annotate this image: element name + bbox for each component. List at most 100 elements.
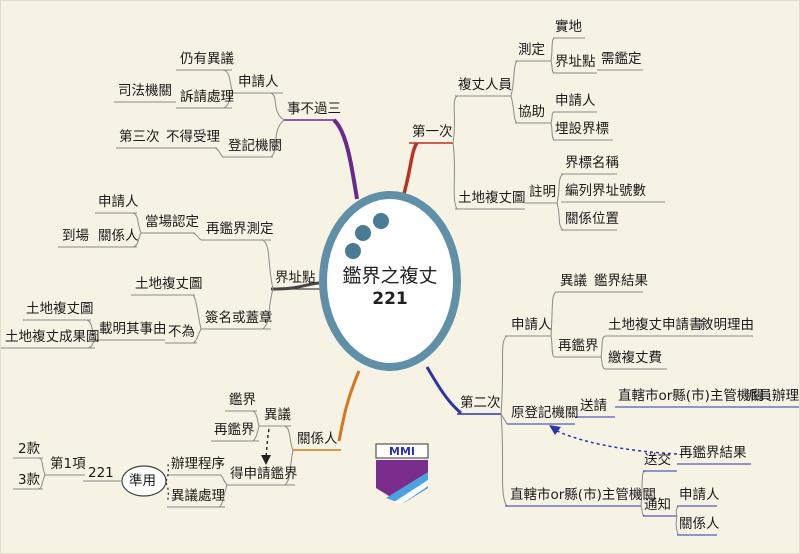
connector-line — [500, 335, 508, 415]
node-n6[interactable]: 登記機關 — [228, 138, 282, 154]
connector-line — [218, 474, 228, 486]
node-n12[interactable]: 實地 — [555, 19, 582, 35]
node-n46[interactable]: 派員辦理 — [745, 388, 799, 404]
node-n3[interactable]: 仍有異議 — [180, 51, 234, 67]
connector-line — [86, 319, 96, 341]
connector-line — [550, 37, 555, 62]
connector-line — [192, 328, 202, 344]
node-n59[interactable]: 異議處理 — [171, 488, 225, 504]
node-n31[interactable]: 不為 — [168, 324, 195, 340]
node-n8[interactable]: 第三次 — [119, 129, 160, 145]
node-n20[interactable]: 界標名稱 — [565, 155, 619, 171]
connector-line — [270, 119, 285, 158]
node-n18[interactable]: 土地複丈圖 — [458, 190, 526, 206]
node-n7[interactable]: 不得受理 — [166, 129, 220, 145]
arrowhead-icon — [261, 455, 271, 465]
connector-line — [550, 335, 555, 358]
central-topic-article: 221 — [372, 289, 408, 309]
node-n63[interactable]: 2款 — [18, 441, 41, 457]
node-n61[interactable]: 221 — [88, 465, 114, 481]
branch-line — [401, 141, 419, 198]
node-n51[interactable]: 申請人 — [679, 487, 720, 503]
dot-icon — [373, 213, 389, 229]
connector-line — [550, 111, 555, 124]
branch-line — [337, 370, 361, 442]
node-n58[interactable]: 辦理程序 — [171, 456, 225, 472]
node-n53[interactable]: 關係人 — [297, 431, 338, 447]
node-n62[interactable]: 第1項 — [50, 456, 86, 472]
node-n36[interactable]: 申請人 — [511, 317, 552, 333]
node-n34[interactable]: 土地複丈成果圖 — [5, 329, 100, 345]
node-n4[interactable]: 訴請處理 — [180, 89, 234, 105]
connector-line — [556, 202, 564, 231]
node-n22[interactable]: 關係位置 — [565, 211, 619, 227]
node-n29[interactable]: 簽名或蓋章 — [205, 310, 273, 326]
node-n33[interactable]: 土地複丈圖 — [26, 301, 94, 317]
node-n60[interactable]: 準用 — [129, 473, 156, 489]
central-topic[interactable]: 鑑界之複丈 221 — [319, 191, 461, 371]
connector-line — [192, 294, 202, 330]
node-n57[interactable]: 得申請鑑界 — [230, 466, 298, 482]
connector-line — [600, 356, 606, 370]
node-n30[interactable]: 土地複丈圖 — [135, 276, 203, 292]
node-n24[interactable]: 再鑑界測定 — [206, 221, 274, 237]
node-n28[interactable]: 到場 — [62, 228, 89, 244]
node-n45[interactable]: 直轄市or縣(市)主管機關 — [618, 388, 764, 404]
node-n10[interactable]: 複丈人員 — [458, 77, 512, 93]
node-n39[interactable]: 再鑑界 — [558, 338, 599, 354]
node-n38[interactable]: 鑑界結果 — [594, 273, 648, 289]
node-n41[interactable]: 敘明理由 — [700, 317, 754, 333]
node-n16[interactable]: 申請人 — [555, 93, 596, 109]
node-n2[interactable]: 申請人 — [238, 74, 279, 90]
node-n32[interactable]: 載明其事由 — [99, 321, 167, 337]
node-n9[interactable]: 第一次 — [412, 124, 453, 140]
connector-line — [452, 95, 458, 144]
connector-line — [500, 413, 508, 507]
node-n26[interactable]: 申請人 — [98, 194, 139, 210]
node-n47[interactable]: 直轄市or縣(市)主管機關 — [510, 487, 656, 503]
node-n37[interactable]: 異議 — [560, 273, 587, 289]
connector-line — [500, 413, 508, 425]
connector-line — [284, 449, 294, 486]
logo-text: MMI — [389, 445, 415, 458]
connector-line — [165, 482, 170, 502]
node-n14[interactable]: 需鑑定 — [601, 51, 642, 67]
node-n52[interactable]: 關係人 — [679, 516, 720, 532]
node-n35[interactable]: 第二次 — [460, 395, 501, 411]
logo-icon: MMI — [375, 443, 429, 504]
connector-line — [550, 122, 555, 141]
node-n21[interactable]: 編列界址號數 — [565, 183, 646, 199]
connector-line — [38, 474, 46, 490]
arrowhead-icon — [549, 425, 561, 435]
node-n19[interactable]: 註明 — [529, 184, 556, 200]
node-n49[interactable]: 再鑑界結果 — [679, 445, 747, 461]
node-n5[interactable]: 司法機關 — [118, 83, 172, 99]
connector-line — [214, 147, 224, 158]
node-n56[interactable]: 再鑑界 — [214, 422, 255, 438]
node-n11[interactable]: 測定 — [518, 42, 545, 58]
node-n23[interactable]: 界址點 — [275, 270, 316, 286]
node-n1[interactable]: 事不過三 — [287, 101, 341, 117]
node-n17[interactable]: 埋設界標 — [555, 121, 609, 137]
node-n50[interactable]: 通知 — [644, 497, 671, 513]
connector-line — [556, 173, 564, 204]
node-n55[interactable]: 鑑界 — [229, 392, 256, 408]
node-n25[interactable]: 當場認定 — [145, 214, 199, 230]
node-n54[interactable]: 異議 — [264, 407, 291, 423]
arrow-line — [552, 428, 678, 455]
node-n27[interactable]: 關係人 — [98, 228, 139, 244]
node-n40[interactable]: 土地複丈申請書 — [608, 317, 703, 333]
node-n43[interactable]: 原登記機關 — [511, 405, 579, 421]
connector-line — [550, 60, 555, 74]
node-n48[interactable]: 送交 — [644, 452, 671, 468]
connector-line — [262, 288, 274, 330]
node-n64[interactable]: 3款 — [18, 472, 41, 488]
branch-line — [425, 366, 462, 415]
node-n15[interactable]: 協助 — [518, 104, 545, 120]
node-n42[interactable]: 繳複丈費 — [608, 350, 662, 366]
connector-line — [452, 142, 458, 210]
node-n13[interactable]: 界址點 — [555, 54, 596, 70]
node-n44[interactable]: 送請 — [580, 398, 607, 414]
branch-line — [332, 118, 359, 200]
